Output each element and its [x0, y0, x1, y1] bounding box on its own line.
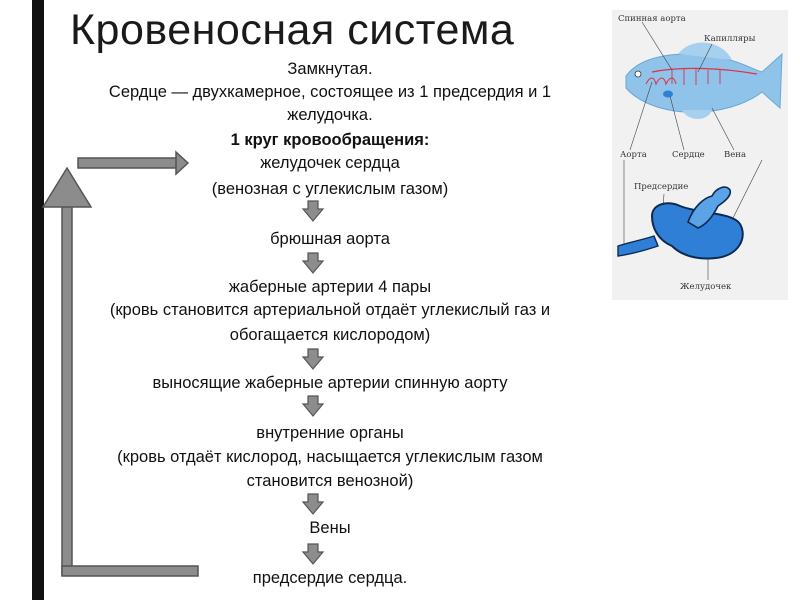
fish-eye: [634, 70, 642, 78]
step-internal-organs-note2: становится венозной): [246, 472, 414, 490]
down-arrow-1: [301, 200, 325, 222]
down-arrow-6: [301, 543, 325, 565]
step-gill-arteries-note2: обогащается кислородом): [229, 326, 431, 344]
loop-arrow-bottom-line: [61, 565, 199, 577]
heart-in-fish: [663, 90, 673, 98]
fish-ventral-fin: [682, 110, 712, 119]
down-arrow-3: [301, 348, 325, 370]
step-efferent-arteries: выносящие жаберные артерии спинную аорту: [152, 374, 508, 392]
label-capillaries: Капилляры: [704, 34, 756, 44]
enlarged-aorta: [617, 235, 659, 257]
enlarged-ventricle: [650, 202, 744, 260]
step-ventricle: желудочек сердца: [260, 154, 400, 172]
closed-text: Замкнутая.: [287, 60, 373, 78]
down-arrow-5: [301, 493, 325, 515]
gill-vessels: [645, 77, 677, 86]
step-ventral-aorta: брюшная аорта: [270, 230, 390, 248]
heart-description-line1: Сердце — двухкамерное, состоящее из 1 пр…: [108, 83, 552, 101]
fish-body: [625, 52, 783, 113]
enlarged-atrium: [687, 186, 732, 229]
dorsal-aorta-vessel: [651, 67, 758, 75]
fish-circulation-figure: Спинная аорта Капилляры Аорта Сердце Вен…: [612, 10, 788, 300]
circulation-heading: 1 круг кровообращения:: [230, 131, 430, 149]
fish-dorsal-fin: [678, 42, 732, 60]
label-ventricle: Желудочек: [680, 282, 732, 292]
label-heart: Сердце: [672, 150, 705, 160]
slide-title: Кровеносная система: [70, 6, 515, 54]
left-border-bar: [32, 0, 44, 600]
step-veins: Вены: [309, 519, 351, 537]
step-gill-arteries: жаберные артерии 4 пары: [228, 278, 432, 296]
step-ventricle-note: (венозная с углекислым газом): [211, 180, 449, 198]
label-vein: Вена: [724, 150, 747, 160]
loop-arrow-right-head: [175, 150, 190, 176]
label-dorsal-aorta: Спинная аорта: [618, 14, 686, 24]
down-arrow-4: [301, 395, 325, 417]
fish-illustration: [617, 21, 783, 280]
loop-arrow-up-head: [41, 166, 93, 208]
loop-arrow: [41, 150, 199, 577]
step-atrium: предсердие сердца.: [252, 569, 408, 587]
step-gill-arteries-note1: (кровь становится артериальной отдаёт уг…: [109, 301, 551, 319]
down-arrow-2: [301, 252, 325, 274]
step-internal-organs: внутренние органы: [256, 424, 404, 442]
label-aorta: Аорта: [620, 150, 647, 160]
step-internal-organs-note1: (кровь отдаёт кислород, насыщается углек…: [117, 448, 543, 466]
capillary-vessels: [671, 69, 721, 85]
label-atrium: Предсердие: [634, 182, 689, 192]
left-margin: [0, 0, 32, 600]
heart-description-line2: желудочка.: [287, 106, 373, 124]
